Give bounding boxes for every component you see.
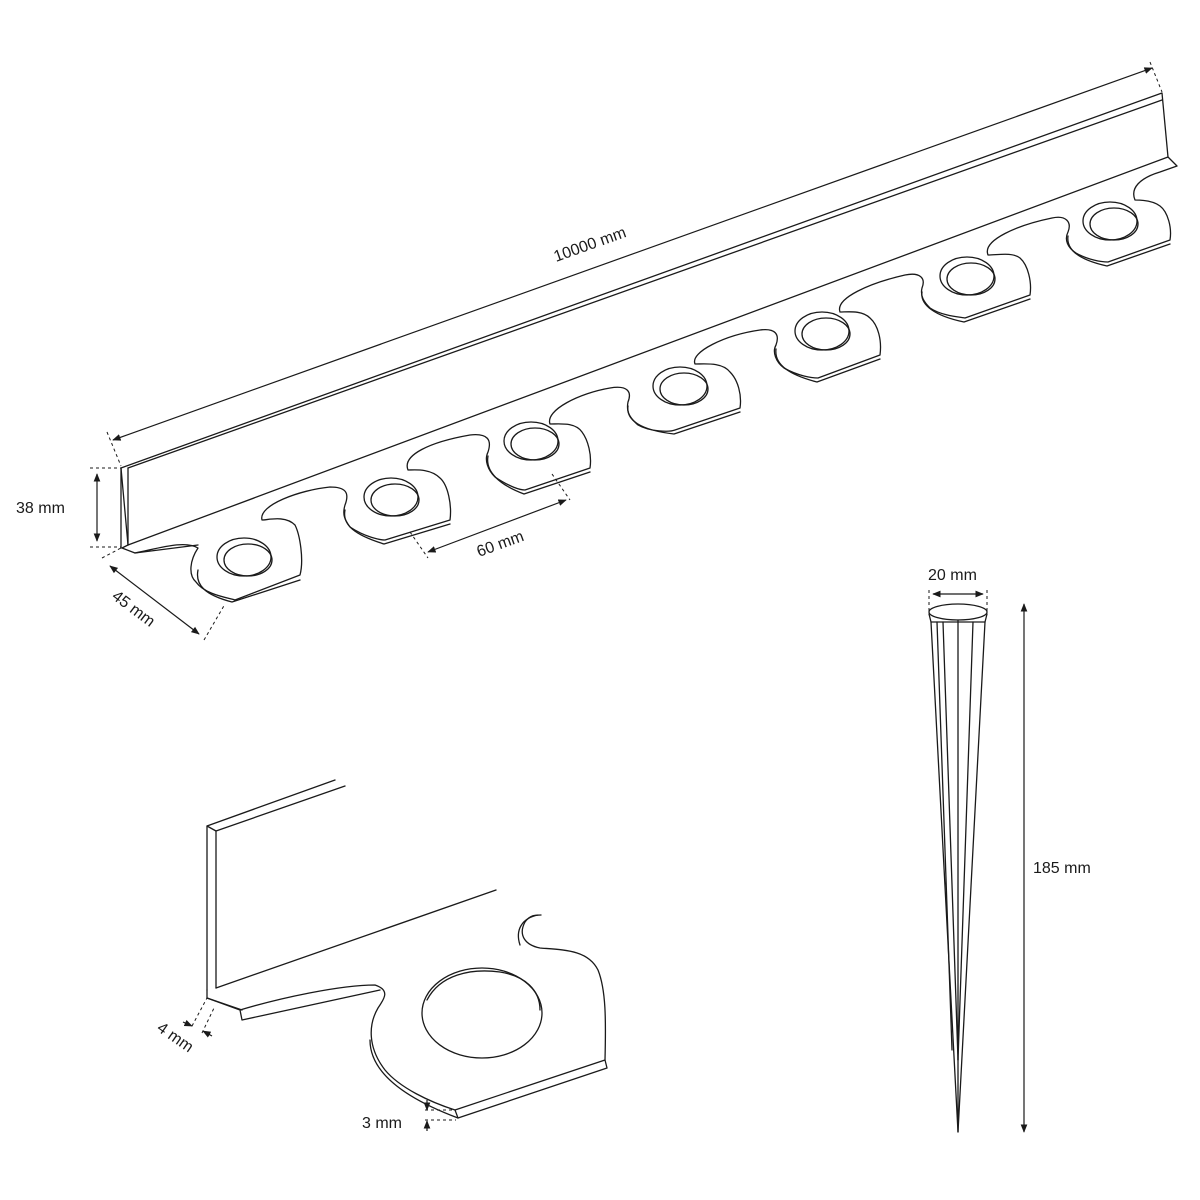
base-thickness-label: 3 mm — [362, 1115, 402, 1132]
peg-length-label: 185 mm — [1033, 860, 1091, 877]
strip-wall — [120, 92, 1169, 546]
peg-diameter-label: 20 mm — [928, 567, 977, 584]
peg-length-dimension: 185 mm — [1020, 603, 1091, 1133]
pitch-label: 60 mm — [475, 528, 527, 561]
peg-head — [928, 603, 988, 621]
ground-peg — [928, 603, 988, 1133]
strip-flange — [121, 156, 1178, 601]
top-thickness-dimension: 4 mm — [154, 997, 215, 1056]
detail-hole — [421, 967, 543, 1059]
detail-flange-tab — [239, 914, 607, 1111]
width-label: 45 mm — [109, 588, 158, 631]
edging-strip — [120, 92, 1178, 603]
height-dimension: 38 mm — [16, 467, 121, 548]
height-label: 38 mm — [16, 500, 65, 517]
detail-view — [206, 779, 608, 1119]
base-thickness-dimension: 3 mm — [362, 1100, 456, 1132]
peg-diameter-dimension: 20 mm — [928, 567, 988, 612]
strip-top-edge — [127, 99, 1163, 469]
length-dimension: 10000 mm — [106, 61, 1163, 467]
width-dimension: 45 mm — [101, 547, 226, 641]
